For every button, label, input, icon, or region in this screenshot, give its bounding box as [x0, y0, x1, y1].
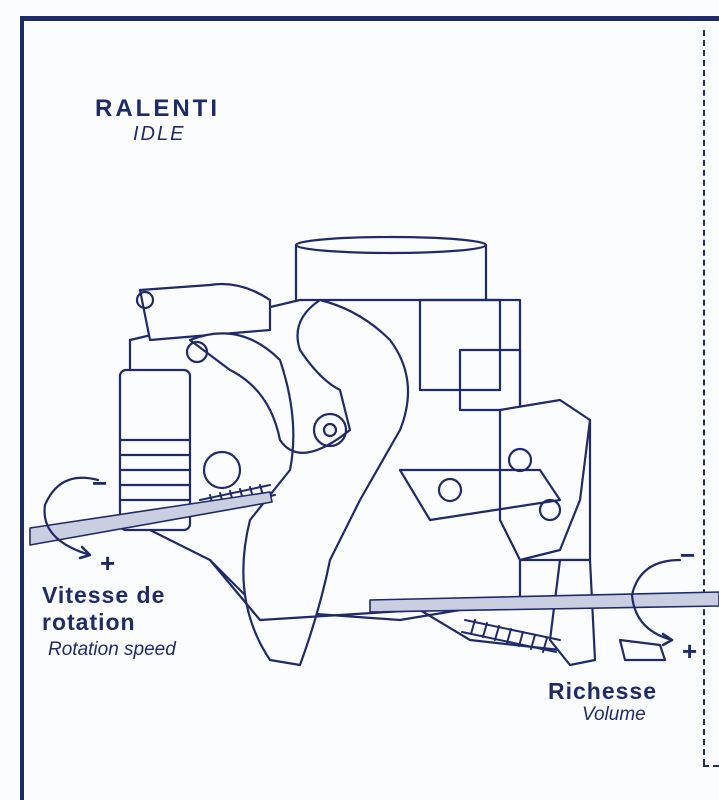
float-bowl [118, 368, 192, 532]
volume-label-french: Richesse [548, 678, 658, 704]
rotation-speed-arrow-icon [43, 476, 100, 557]
frame-border-bottom-dashed [703, 765, 719, 767]
rotation-speed-minus: − [92, 468, 109, 498]
rotation-speed-label-english: Rotation speed [48, 639, 176, 660]
volume-plus: + [682, 636, 699, 666]
rotation-speed-plus: + [100, 548, 117, 578]
volume-arrow-icon [630, 558, 682, 642]
volume-label-english: Volume [582, 704, 646, 725]
frame-border-left [20, 16, 24, 800]
frame-border-top [20, 16, 719, 21]
rotation-speed-pointer [29, 491, 273, 546]
rotation-speed-label-french: Vitesse de rotation [42, 582, 166, 635]
title-french: RALENTI [95, 95, 220, 122]
right-lever [498, 398, 592, 562]
volume-screw-spring [461, 619, 561, 653]
title-english: IDLE [133, 123, 186, 145]
volume-minus: − [680, 540, 697, 570]
frame-border-right-dashed [703, 30, 705, 765]
